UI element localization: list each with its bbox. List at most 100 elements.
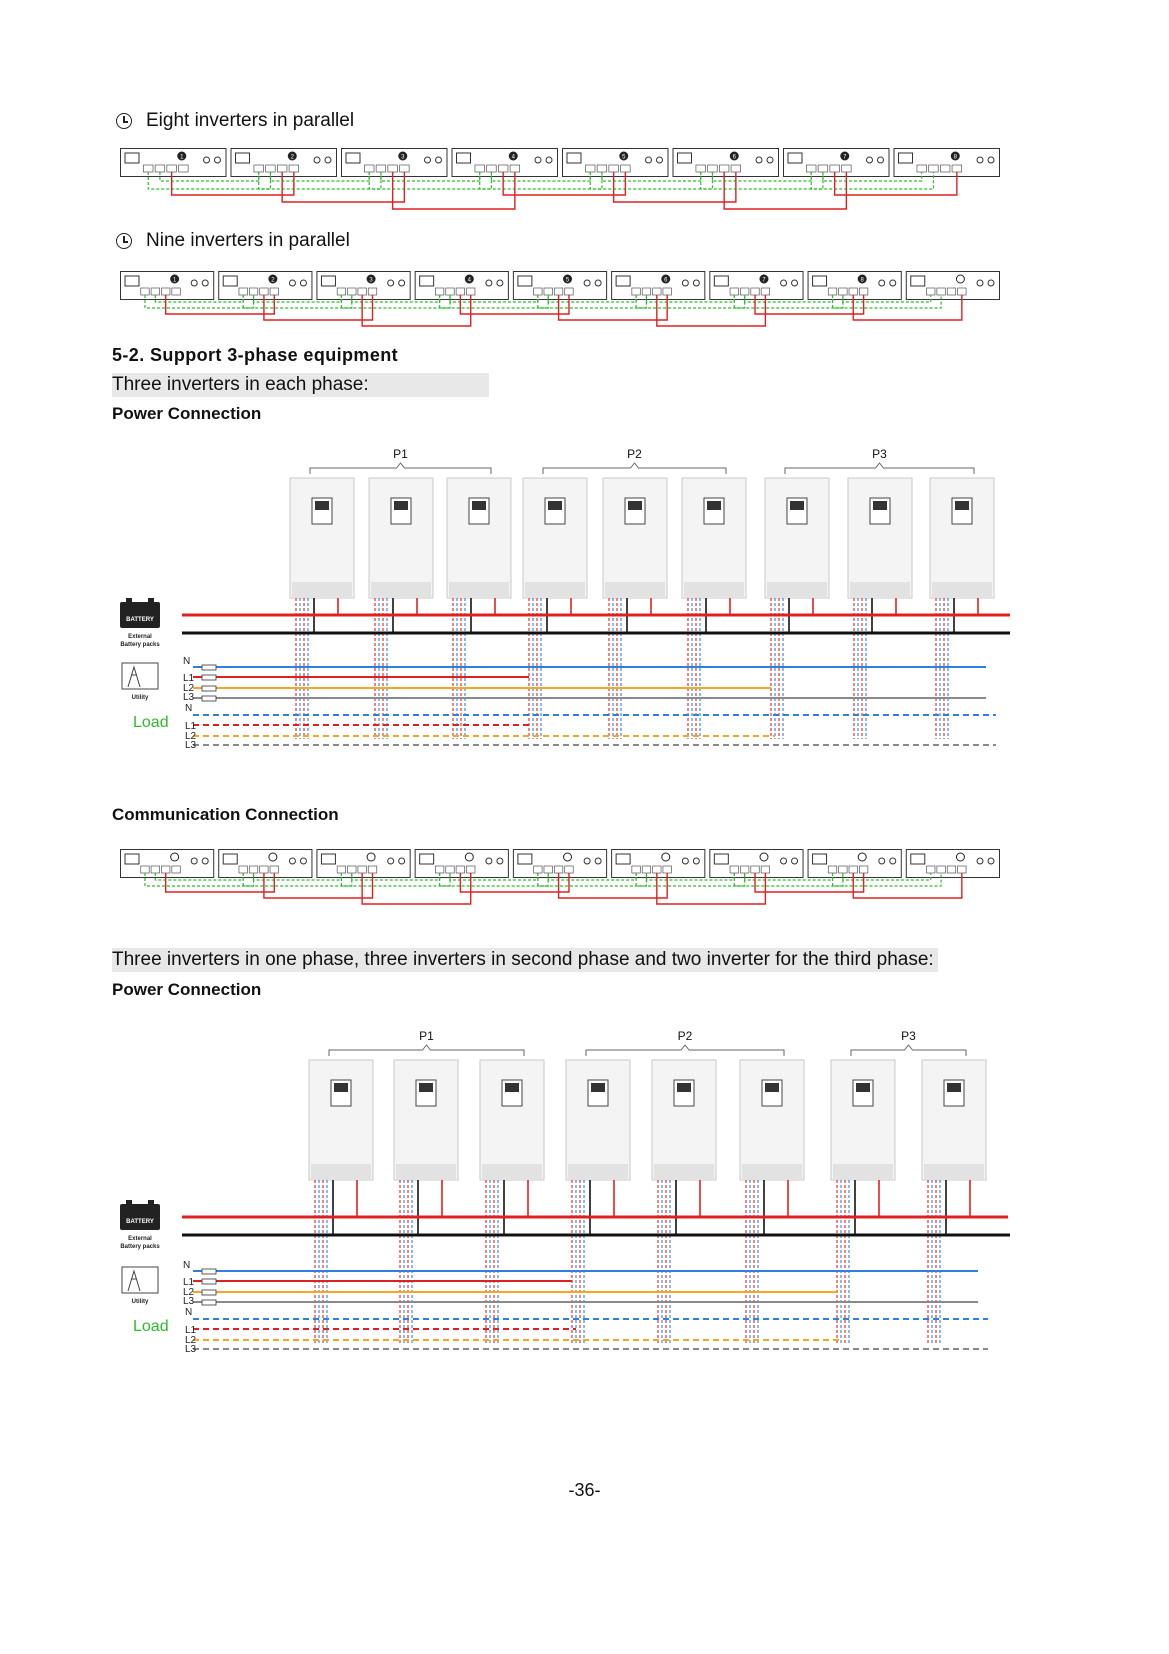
current-sharing-link bbox=[557, 295, 668, 321]
comm-link bbox=[842, 873, 932, 881]
unit-number: 4 bbox=[468, 278, 472, 284]
port bbox=[946, 865, 957, 874]
inverter-lcd bbox=[472, 501, 486, 510]
utility-wire-label: N bbox=[183, 656, 190, 667]
inverter-unit bbox=[522, 477, 588, 599]
phase-label-P2: P2 bbox=[627, 447, 642, 461]
battery-icon bbox=[120, 602, 160, 628]
comm-link bbox=[154, 873, 244, 881]
utility-wire-label: L3 bbox=[183, 692, 195, 703]
inverter-unit bbox=[739, 1059, 805, 1181]
comm-link bbox=[351, 295, 441, 303]
comm-link bbox=[144, 295, 255, 309]
inverter-base bbox=[292, 582, 352, 598]
comm-link bbox=[368, 172, 493, 190]
unit-number: 6 bbox=[733, 155, 737, 161]
port bbox=[936, 865, 946, 874]
unit-number-badge bbox=[729, 151, 739, 161]
unit-number: 4 bbox=[512, 155, 516, 161]
comm-link bbox=[589, 172, 714, 190]
comm-link bbox=[733, 873, 844, 887]
load-wire-label: L2 bbox=[185, 1335, 197, 1346]
unit-number-badge bbox=[840, 151, 850, 161]
eight-inverters-heading: Eight inverters in parallel bbox=[116, 110, 354, 132]
phase-brace bbox=[850, 1044, 967, 1056]
unit-number-badge bbox=[563, 852, 573, 862]
panel-knob bbox=[485, 279, 493, 287]
inverter-base bbox=[654, 1164, 714, 1180]
inverter-base bbox=[850, 582, 910, 598]
port bbox=[946, 287, 957, 296]
current-sharing-link bbox=[754, 295, 865, 315]
comm-link bbox=[159, 172, 260, 182]
battery-caption: External bbox=[128, 634, 152, 640]
panel-screen bbox=[456, 152, 471, 164]
unit-number: 3 bbox=[401, 155, 405, 161]
panel-knob bbox=[766, 156, 774, 164]
pylon-icon bbox=[127, 665, 141, 688]
comm-link bbox=[537, 295, 648, 309]
panel-screen bbox=[222, 853, 238, 865]
panel-screen bbox=[910, 275, 926, 287]
case2-power-title: Power Connection bbox=[112, 980, 262, 999]
comm-link bbox=[822, 172, 923, 182]
comm-link bbox=[449, 873, 539, 881]
battery-terminal bbox=[148, 598, 154, 602]
current-sharing-link bbox=[391, 172, 516, 210]
inverter-unit bbox=[764, 477, 830, 599]
panel-knob bbox=[398, 857, 406, 865]
current-sharing-link bbox=[656, 295, 767, 327]
comm-link bbox=[537, 873, 648, 887]
unit-number-badge bbox=[268, 274, 278, 284]
unit-number-badge bbox=[950, 151, 960, 161]
inverter-lcd bbox=[419, 1083, 433, 1092]
panel-screen bbox=[235, 152, 250, 164]
inverter-unit bbox=[479, 1059, 545, 1181]
inverter-unit bbox=[393, 1059, 459, 1181]
clock-icon bbox=[116, 233, 132, 249]
load-wire-label: L3 bbox=[185, 740, 197, 751]
unit-number: 3 bbox=[369, 278, 373, 284]
comm-link bbox=[635, 295, 746, 309]
nine-inverters-heading: Nine inverters in parallel bbox=[116, 230, 350, 252]
battery-terminal bbox=[126, 1200, 132, 1204]
comm-link bbox=[645, 873, 735, 881]
current-sharing-link bbox=[361, 295, 472, 327]
inverter-base bbox=[568, 1164, 628, 1180]
breaker-symbol bbox=[201, 664, 217, 671]
comm-link bbox=[439, 873, 549, 887]
panel-knob bbox=[866, 156, 873, 164]
unit-number: 5 bbox=[622, 155, 626, 161]
panel-knob bbox=[201, 279, 209, 287]
panel-screen bbox=[124, 275, 140, 287]
comm-link bbox=[831, 295, 942, 309]
unit-number-badge bbox=[287, 151, 297, 161]
case1-label: Three inverters in each phase: bbox=[112, 373, 489, 397]
case1-power-title: Power Connection bbox=[112, 404, 262, 423]
battery-icon bbox=[120, 1204, 160, 1230]
inverter-lcd bbox=[856, 1083, 870, 1092]
inverter-base bbox=[833, 1164, 893, 1180]
inverter-base bbox=[742, 1164, 802, 1180]
panel-knob bbox=[299, 279, 307, 287]
comm-link bbox=[449, 295, 539, 303]
phase-brace bbox=[585, 1044, 785, 1056]
panel-knob bbox=[190, 857, 198, 865]
inverter-unit bbox=[830, 1059, 896, 1181]
panel-screen bbox=[517, 853, 533, 865]
inverter-unit bbox=[446, 477, 512, 599]
inverter-base bbox=[525, 582, 585, 598]
comm-link bbox=[252, 873, 343, 881]
phase-brace bbox=[784, 462, 975, 474]
inverter-base bbox=[767, 582, 827, 598]
comm-link bbox=[340, 295, 451, 309]
current-sharing-link bbox=[852, 295, 963, 321]
inverter-lcd bbox=[548, 501, 562, 510]
communication-connection-diagram bbox=[120, 849, 1000, 905]
comm-link bbox=[258, 172, 382, 190]
comm-link bbox=[242, 295, 353, 309]
inverter-lcd bbox=[394, 501, 408, 510]
comm-link bbox=[351, 873, 441, 881]
